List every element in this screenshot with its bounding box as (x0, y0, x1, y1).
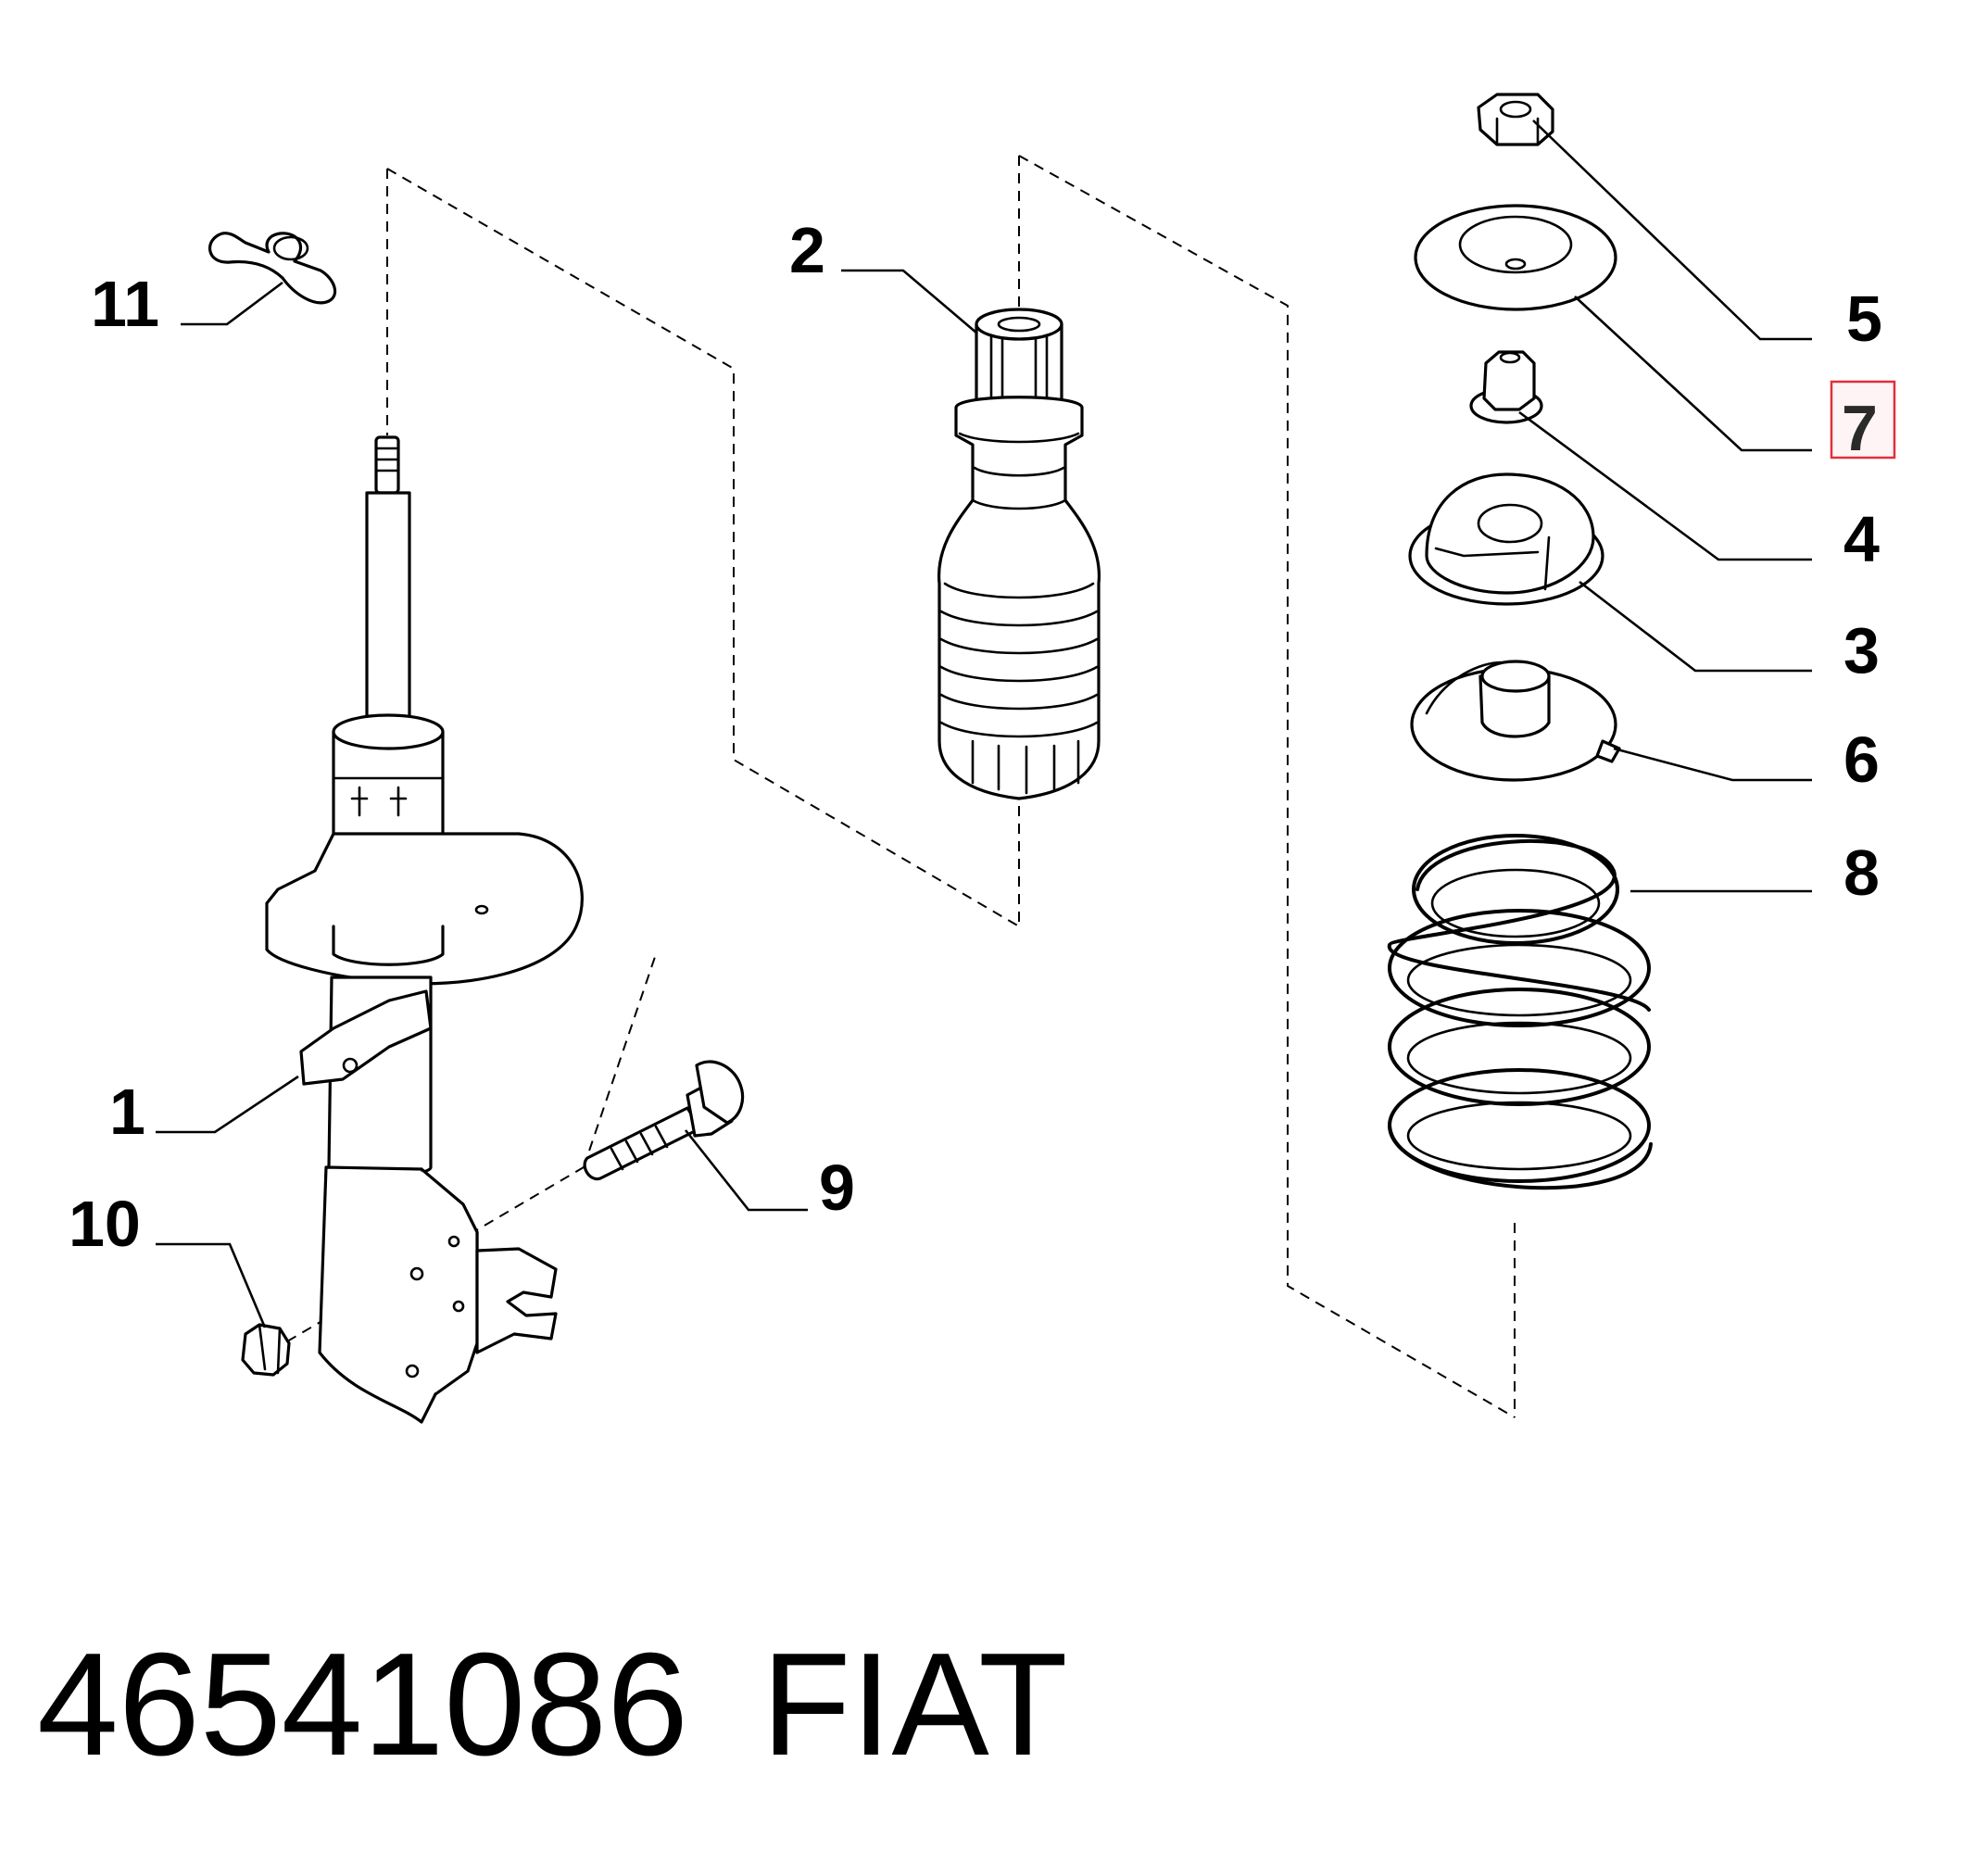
callout-7-highlight-box (1830, 380, 1896, 459)
callout-9[interactable]: 9 (819, 1152, 855, 1224)
callout-5[interactable]: 5 (1846, 283, 1882, 355)
top-nut-part (1477, 93, 1554, 146)
spring-seat-part (1410, 660, 1621, 782)
protective-boot-part (937, 308, 1101, 800)
coil-spring-part (1387, 834, 1653, 1190)
strut-mount-part (1408, 472, 1604, 606)
callout-4[interactable]: 4 (1843, 503, 1880, 575)
callout-2[interactable]: 2 (789, 214, 825, 286)
mounting-bolt-part (583, 1060, 745, 1181)
callout-3[interactable]: 3 (1843, 614, 1880, 686)
callout-7[interactable]: 7 (1842, 392, 1878, 464)
brand-name: FIAT (761, 1623, 1068, 1786)
shock-absorber-strut-part (265, 435, 584, 1424)
part-number: 46541086 (37, 1623, 688, 1786)
callout-8[interactable]: 8 (1843, 837, 1880, 909)
callout-labels: 11 2 5 7 4 3 6 8 1 9 10 (69, 214, 1896, 1260)
spring-clip-part (208, 232, 337, 305)
callout-10[interactable]: 10 (69, 1188, 141, 1260)
flange-nut-part (241, 1323, 291, 1377)
callout-1[interactable]: 1 (109, 1076, 145, 1148)
flanged-nut-part (1469, 350, 1543, 424)
callout-11[interactable]: 11 (91, 268, 159, 340)
upper-cup-washer-part (1414, 204, 1617, 311)
leader-lines (156, 120, 1812, 1328)
callout-6[interactable]: 6 (1843, 724, 1880, 796)
